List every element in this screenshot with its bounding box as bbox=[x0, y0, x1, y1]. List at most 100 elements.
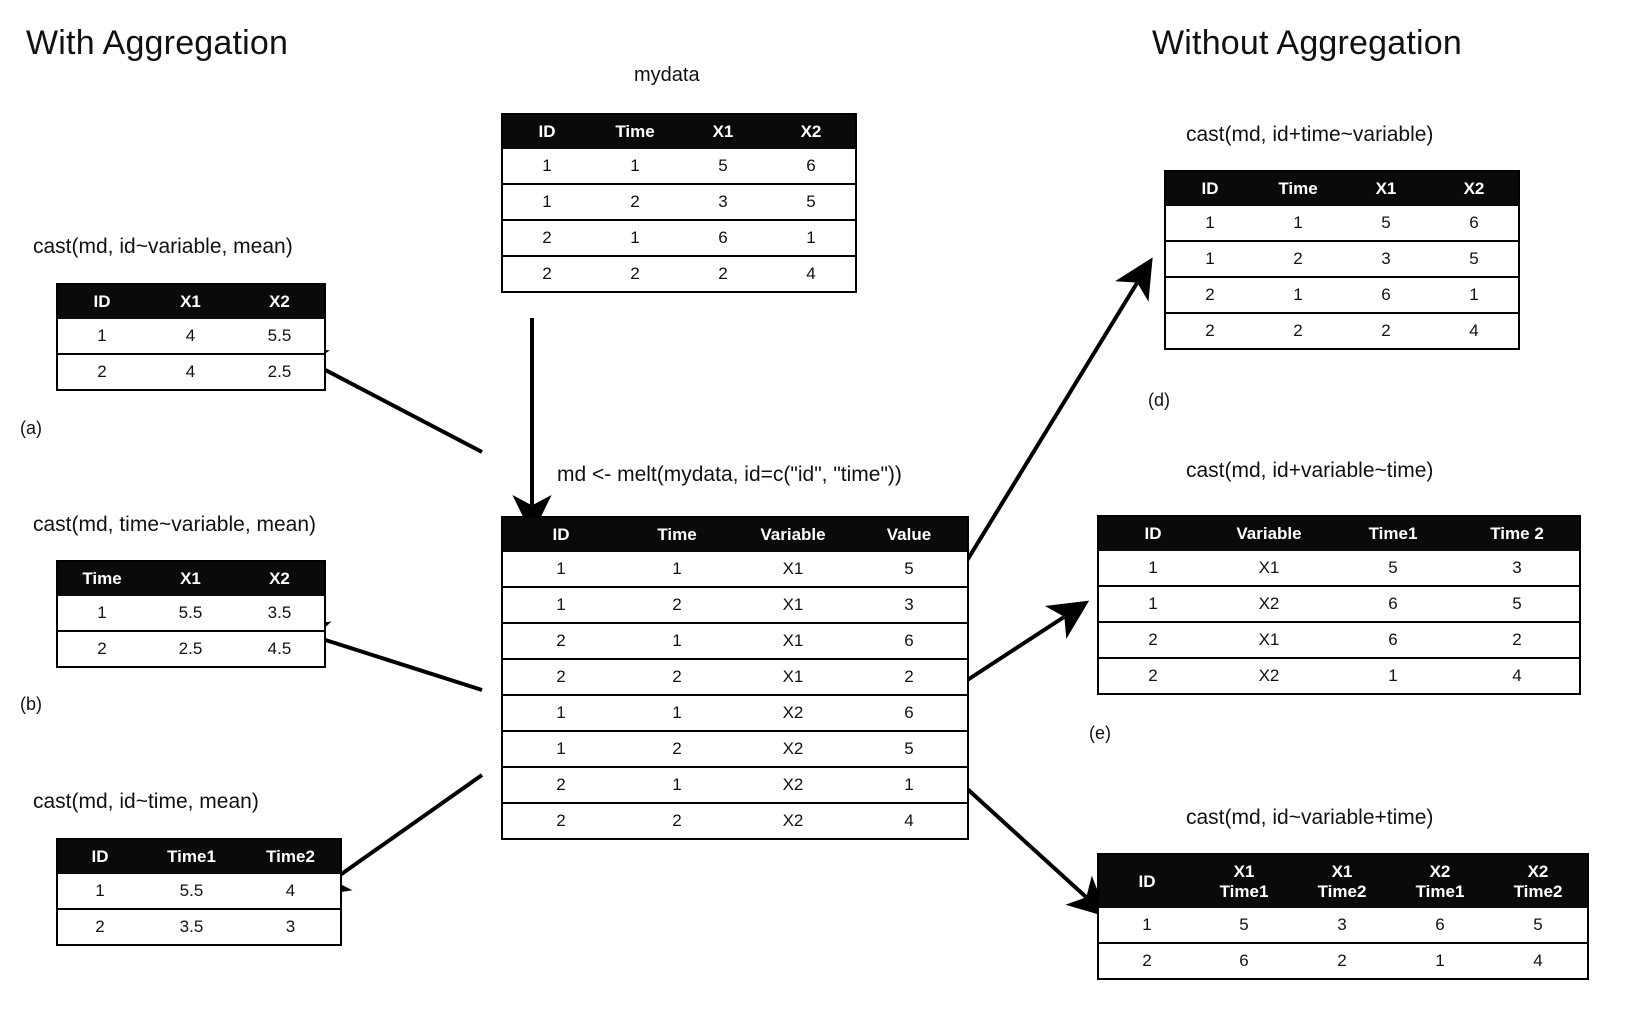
cell: X1 bbox=[1207, 620, 1331, 658]
cell: 6 bbox=[1430, 205, 1519, 241]
cell: 1 bbox=[57, 873, 142, 909]
panel-f-col-4-top: X2 bbox=[1527, 862, 1549, 881]
cell: 6 bbox=[851, 621, 968, 659]
cell: 1 bbox=[619, 621, 735, 659]
cell: 2 bbox=[1455, 620, 1580, 658]
arrow-md-to-f bbox=[950, 773, 1109, 918]
panel-b-label: (b) bbox=[20, 694, 42, 714]
panel-b-col-1: X1 bbox=[146, 561, 235, 596]
cell: 5.5 bbox=[235, 318, 325, 354]
table-row: 1 2 3 5 bbox=[1165, 239, 1519, 277]
cell: 4 bbox=[1430, 311, 1519, 349]
cell: 2 bbox=[679, 254, 767, 292]
panel-c-col-1: Time1 bbox=[142, 839, 241, 874]
cell: 6 bbox=[1391, 908, 1489, 944]
cell: 1 bbox=[1098, 584, 1207, 622]
panel-b-command: cast(md, time~variable, mean) bbox=[33, 513, 317, 536]
cell: X1 bbox=[1207, 550, 1331, 586]
cell: 1 bbox=[591, 148, 679, 184]
cell: 1 bbox=[1430, 275, 1519, 313]
table-row: 1 1 X2 6 bbox=[502, 693, 968, 731]
cell: X2 bbox=[1207, 584, 1331, 622]
cell: 2 bbox=[619, 585, 735, 623]
md-table: ID Time Variable Value 1 1 X1 5 1 2 X1 3 bbox=[501, 516, 969, 840]
panel-d-label: (d) bbox=[1148, 390, 1170, 410]
arrow-md-to-b bbox=[287, 621, 483, 692]
mydata-table: ID Time X1 X2 1 1 5 6 1 2 3 5 bbox=[501, 113, 857, 293]
table-row: 2 1 6 1 bbox=[1165, 275, 1519, 313]
cell: 2 bbox=[502, 657, 619, 695]
cell: 2 bbox=[502, 621, 619, 659]
cell: 3.5 bbox=[142, 907, 241, 945]
cell: 2.5 bbox=[146, 629, 235, 667]
panel-f-col-2: X1 Time2 bbox=[1293, 854, 1391, 909]
cell: 5 bbox=[1331, 550, 1455, 586]
cell: 5 bbox=[767, 182, 856, 220]
table-row: 2 4 2.5 bbox=[57, 352, 325, 390]
cell: 1 bbox=[502, 148, 591, 184]
panel-f-table: ID X1 Time1 X1 Time2 X2 Time1 bbox=[1097, 853, 1589, 981]
cell: 1 bbox=[767, 218, 856, 256]
cell: 1 bbox=[502, 729, 619, 767]
panel-e-col-2: Time1 bbox=[1331, 516, 1455, 551]
cell: 2 bbox=[1293, 942, 1391, 980]
cell: X2 bbox=[735, 693, 851, 731]
panel-e-table: ID Variable Time1 Time 2 1 X1 5 3 1 X2 6 bbox=[1097, 515, 1581, 695]
cell: 2 bbox=[57, 907, 142, 945]
cell: 3 bbox=[1342, 239, 1430, 277]
cell: 2 bbox=[619, 801, 735, 839]
cell: 1 bbox=[57, 595, 146, 631]
cell: 2 bbox=[1165, 275, 1254, 313]
cell: X2 bbox=[735, 765, 851, 803]
table-header-row: ID X1 X2 bbox=[57, 284, 325, 319]
cell: 4 bbox=[241, 873, 341, 909]
cell: 1 bbox=[57, 318, 146, 354]
cell: 4 bbox=[851, 801, 968, 839]
cell: 1 bbox=[502, 182, 591, 220]
panel-b-table: Time X1 X2 1 5.5 3.5 2 2.5 4.5 bbox=[56, 560, 326, 668]
panel-d-col-0: ID bbox=[1165, 171, 1254, 206]
cell: 2 bbox=[57, 629, 146, 667]
cell: 2 bbox=[1254, 239, 1342, 277]
cell: 1 bbox=[1165, 205, 1254, 241]
panel-f-col-4-bottom: Time2 bbox=[1513, 881, 1563, 901]
table-row: 1 5 3 6 5 bbox=[1098, 908, 1588, 944]
panel-f-command: cast(md, id~variable+time) bbox=[1186, 806, 1434, 829]
mydata-col-0: ID bbox=[502, 114, 591, 149]
panel-e-col-3: Time 2 bbox=[1455, 516, 1580, 551]
table-row: 2 2.5 4.5 bbox=[57, 629, 325, 667]
md-col-3: Value bbox=[851, 517, 968, 552]
heading-without-aggregation: Without Aggregation bbox=[1152, 24, 1462, 62]
table-row: 2 2 X1 2 bbox=[502, 657, 968, 695]
panel-f-col-1: X1 Time1 bbox=[1195, 854, 1293, 909]
cell: 2 bbox=[1098, 942, 1195, 980]
panel-f-col-1-top: X1 bbox=[1233, 862, 1255, 881]
panel-e-command: cast(md, id+variable~time) bbox=[1186, 459, 1434, 482]
table-row: 1 X2 6 5 bbox=[1098, 584, 1580, 622]
table-row: 1 1 5 6 bbox=[502, 148, 856, 184]
cell: 1 bbox=[1098, 908, 1195, 944]
cell: 5.5 bbox=[146, 595, 235, 631]
panel-f-col-1-bottom: Time1 bbox=[1219, 881, 1269, 901]
cell: 1 bbox=[619, 765, 735, 803]
cell: 6 bbox=[767, 148, 856, 184]
panel-c-col-0: ID bbox=[57, 839, 142, 874]
table-row: 1 5.5 4 bbox=[57, 873, 341, 909]
table-header-row: ID Time Variable Value bbox=[502, 517, 968, 552]
panel-a-col-1: X1 bbox=[146, 284, 235, 319]
cell: 1 bbox=[1391, 942, 1489, 980]
cell: X1 bbox=[735, 657, 851, 695]
panel-c-table: ID Time1 Time2 1 5.5 4 2 3.5 3 bbox=[56, 838, 342, 946]
cell: 5 bbox=[1342, 205, 1430, 241]
cell: 5 bbox=[1195, 908, 1293, 944]
table-row: 1 2 3 5 bbox=[502, 182, 856, 220]
md-col-0: ID bbox=[502, 517, 619, 552]
cell: 5.5 bbox=[142, 873, 241, 909]
panel-f-col-3-bottom: Time1 bbox=[1415, 881, 1465, 901]
panel-f-col-2-bottom: Time2 bbox=[1317, 881, 1367, 901]
cell: X1 bbox=[735, 585, 851, 623]
cell: 2 bbox=[57, 352, 146, 390]
cell: 3 bbox=[679, 182, 767, 220]
table-row: 2 X1 6 2 bbox=[1098, 620, 1580, 658]
table-row: 2 3.5 3 bbox=[57, 907, 341, 945]
